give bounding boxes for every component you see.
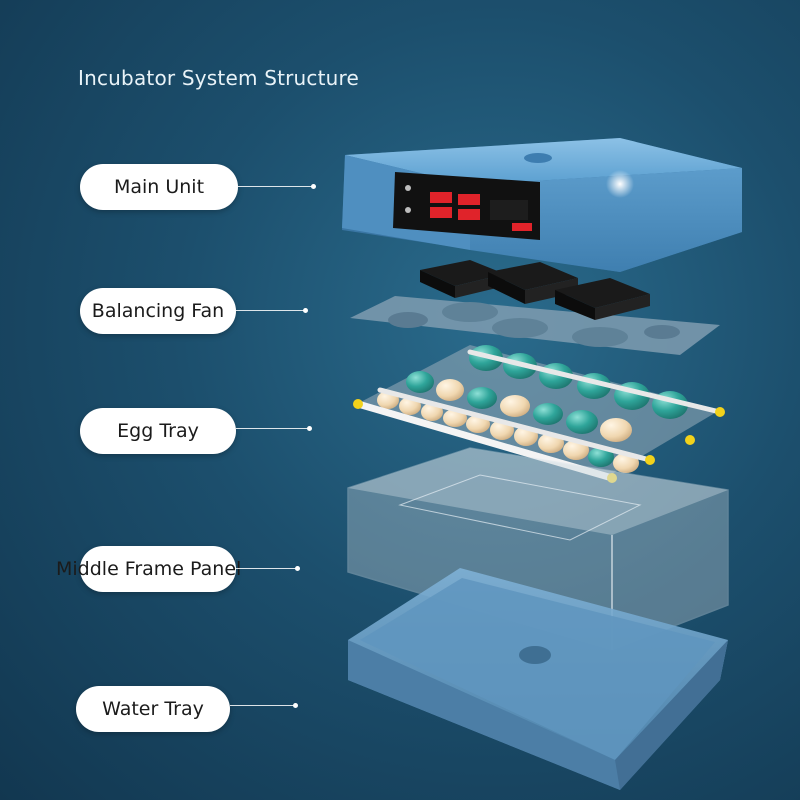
water-tray-basin <box>360 578 715 760</box>
leader-dot-balancing-fan <box>303 308 308 313</box>
roller-end-cap <box>685 435 695 445</box>
fan-vent-hole-5 <box>644 325 680 339</box>
roller-bar <box>377 387 653 463</box>
egg-cream <box>600 418 632 442</box>
roller-end-cap <box>715 407 725 417</box>
roller-bar <box>467 349 723 415</box>
fan-3-top <box>555 278 650 308</box>
middle-frame-mesh-grid <box>398 474 642 541</box>
label-main-unit: Main Unit <box>80 164 238 210</box>
egg-cream <box>500 395 530 417</box>
vent-knob-icon <box>524 153 552 163</box>
power-button-icon <box>405 185 411 191</box>
label-balancing-fan-text: Balancing Fan <box>91 300 225 322</box>
water-tray-front-wall <box>348 640 620 790</box>
menu-button-icon <box>405 207 411 213</box>
egg-teal <box>533 403 563 425</box>
leader-line-balancing-fan <box>236 310 304 311</box>
fan-3-front <box>595 294 650 320</box>
label-main-unit-text: Main Unit <box>113 176 205 198</box>
fan-1-side <box>420 270 455 298</box>
timer-digits-right <box>458 209 480 220</box>
fan-vent-hole-2 <box>442 302 498 322</box>
label-middle-frame-panel: Middle Frame Panel <box>56 546 241 592</box>
timer-digits-left <box>430 207 452 218</box>
roller-bar <box>354 400 616 482</box>
egg-teal <box>406 371 434 393</box>
egg-cream <box>436 379 464 401</box>
fan-2-top <box>488 262 578 290</box>
egg-teal <box>467 387 497 409</box>
fan-1-top <box>420 260 505 286</box>
control-display-panel <box>393 172 540 240</box>
main-unit-part <box>342 138 742 272</box>
leader-line-egg-tray <box>236 428 308 429</box>
roller-end-cap <box>607 473 617 483</box>
label-middle-frame-panel-text: Middle Frame Panel <box>56 558 242 580</box>
label-water-tray: Water Tray <box>76 686 230 732</box>
leader-line-main-unit <box>238 186 312 187</box>
leader-dot-water-tray <box>293 703 298 708</box>
egg-teal <box>588 447 614 467</box>
light-flare-icon <box>606 170 634 198</box>
fan-3-side <box>555 290 595 320</box>
display-indicator-digits <box>512 223 532 231</box>
water-tray-part <box>348 568 728 790</box>
leader-line-middle-frame-panel <box>236 568 296 569</box>
temperature-digits <box>430 192 452 203</box>
egg-cream <box>421 403 443 421</box>
fan-2-side <box>488 272 525 304</box>
middle-frame-top-opening <box>348 448 728 535</box>
page-title: Incubator System Structure <box>78 66 360 90</box>
label-egg-tray: Egg Tray <box>80 408 236 454</box>
leader-dot-main-unit <box>311 184 316 189</box>
leader-dot-middle-frame-panel <box>295 566 300 571</box>
egg-teal <box>566 410 598 434</box>
leader-line-water-tray <box>230 705 294 706</box>
fan-vent-hole-1 <box>388 312 428 328</box>
egg-tray-part <box>353 345 725 483</box>
balancing-fan-part <box>350 260 720 355</box>
label-egg-tray-text: Egg Tray <box>117 420 199 442</box>
roller-end-cap <box>645 455 655 465</box>
water-tray-inlet <box>519 646 551 664</box>
fan-vent-hole-4 <box>572 327 628 347</box>
display-info-text-block <box>490 200 528 220</box>
water-tray-side-wall <box>615 640 728 790</box>
roller-end-cap <box>353 399 363 409</box>
fan-vent-hole-3 <box>492 318 548 338</box>
humidity-digits <box>458 194 480 205</box>
leader-dot-egg-tray <box>307 426 312 431</box>
fan-2-front <box>525 278 578 304</box>
label-water-tray-text: Water Tray <box>102 698 204 720</box>
label-balancing-fan: Balancing Fan <box>80 288 236 334</box>
